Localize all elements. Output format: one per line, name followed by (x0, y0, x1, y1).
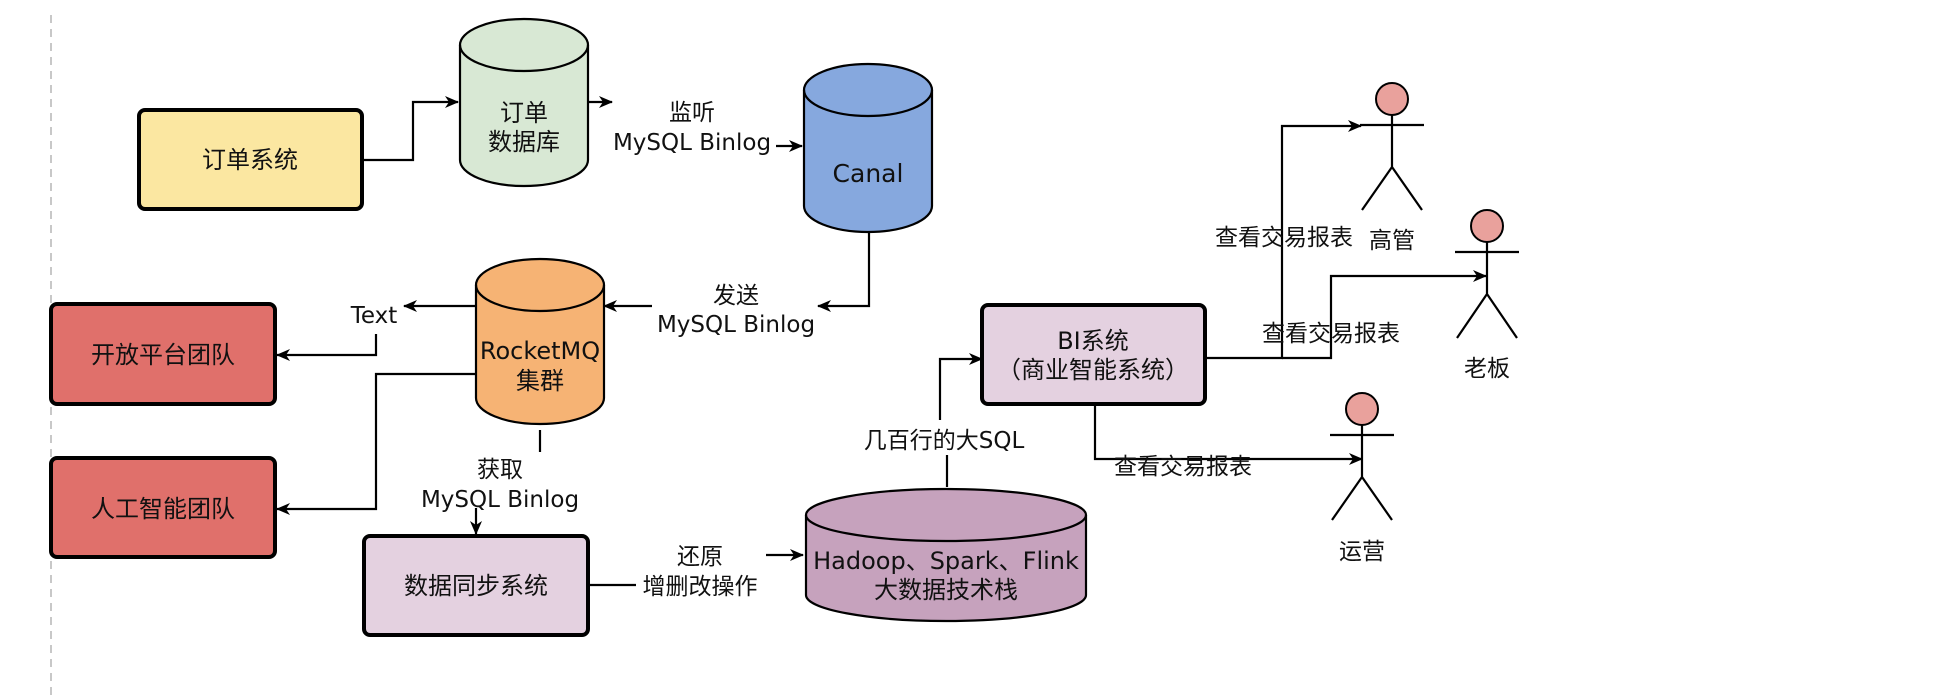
label-sql: 几百行的大SQL (864, 428, 1025, 454)
label-report-boss: 查看交易报表 (1262, 321, 1400, 347)
actor-operations: 运营 (1330, 392, 1394, 565)
data-sync-box (362, 534, 590, 637)
edge-rocketmq-to-open-platform-2 (276, 334, 378, 361)
canal-rim (802, 89, 934, 118)
rocketmq-label-2: 集群 (516, 367, 564, 395)
label-send-1: 发送 (713, 283, 759, 309)
rocketmq-cylinder (474, 257, 606, 426)
bigdata-label-2: 大数据技术栈 (874, 576, 1018, 604)
bi-system-node: BI系统 （商业智能系统） (980, 303, 1207, 406)
order-db-node: 订单 数据库 (458, 17, 590, 188)
open-platform-node: 开放平台团队 (49, 302, 277, 406)
order-db-label-1: 订单 (500, 99, 548, 127)
edges (276, 96, 1487, 587)
data-sync-label: 数据同步系统 (404, 572, 548, 600)
edge-bi-to-executive (1207, 120, 1362, 360)
actor-operations-body (1330, 425, 1394, 521)
label-restore-2: 增删改操作 (643, 574, 758, 600)
rocketmq-rim (474, 284, 606, 313)
rocketmq-node: RocketMQ 集群 (474, 257, 606, 426)
edge-rocketmq-to-ai-team (276, 372, 475, 515)
bi-system-box (980, 303, 1207, 406)
order-system-node: 订单系统 (137, 108, 364, 211)
actor-operations-head (1345, 392, 1379, 426)
actor-executive-body (1360, 115, 1424, 211)
bigdata-cylinder (804, 487, 1088, 623)
bigdata-label-1: Hadoop、Spark、Flink (813, 547, 1079, 575)
actor-boss-body (1455, 242, 1519, 339)
order-system-box (137, 108, 364, 211)
canal-label: Canal (833, 159, 904, 188)
label-report-operations: 查看交易报表 (1114, 454, 1252, 480)
edge-canal-to-rocketmq (817, 232, 871, 312)
label-fetch-1: 获取 (477, 457, 523, 483)
edge-labels: 监听 MySQL Binlog 发送 MySQL Binlog Text 获取 … (350, 100, 1400, 600)
bi-system-label-1: BI系统 (1057, 327, 1129, 355)
ai-team-box (49, 456, 277, 559)
canal-node: Canal (802, 62, 934, 234)
actor-executive: 高管 (1360, 82, 1424, 254)
label-report-executive: 查看交易报表 (1215, 225, 1353, 251)
actor-operations-label: 运营 (1339, 539, 1385, 565)
order-db-label-2: 数据库 (488, 128, 560, 156)
ai-team-label: 人工智能团队 (91, 495, 235, 523)
actor-boss: 老板 (1455, 209, 1519, 382)
actor-executive-label: 高管 (1369, 228, 1415, 254)
edge-bi-to-boss (1282, 270, 1487, 360)
label-listen-1: 监听 (669, 100, 715, 126)
label-listen-2: MySQL Binlog (613, 130, 771, 156)
order-db-cylinder (458, 17, 590, 188)
open-platform-box (49, 302, 277, 406)
order-db-rim (458, 44, 590, 73)
rocketmq-label-1: RocketMQ (480, 337, 600, 365)
label-restore-1: 还原 (677, 544, 723, 570)
bigdata-node: Hadoop、Spark、Flink 大数据技术栈 (804, 487, 1088, 623)
actor-executive-head (1375, 82, 1409, 116)
bi-system-label-2: （商业智能系统） (997, 356, 1189, 384)
actor-boss-head (1470, 209, 1504, 243)
actor-boss-label: 老板 (1464, 356, 1510, 382)
bigdata-rim (804, 514, 1088, 543)
order-system-label: 订单系统 (202, 146, 298, 174)
ai-team-node: 人工智能团队 (49, 456, 277, 559)
edge-bi-to-operations (1093, 404, 1363, 465)
label-fetch-2: MySQL Binlog (421, 487, 579, 513)
label-text: Text (350, 303, 398, 329)
open-platform-label: 开放平台团队 (91, 341, 235, 369)
edge-bigdata-to-bi-2 (938, 353, 983, 420)
canal-cylinder (802, 62, 934, 234)
edge-order-to-db (362, 96, 459, 162)
data-sync-node: 数据同步系统 (362, 534, 590, 637)
label-send-2: MySQL Binlog (657, 312, 815, 338)
